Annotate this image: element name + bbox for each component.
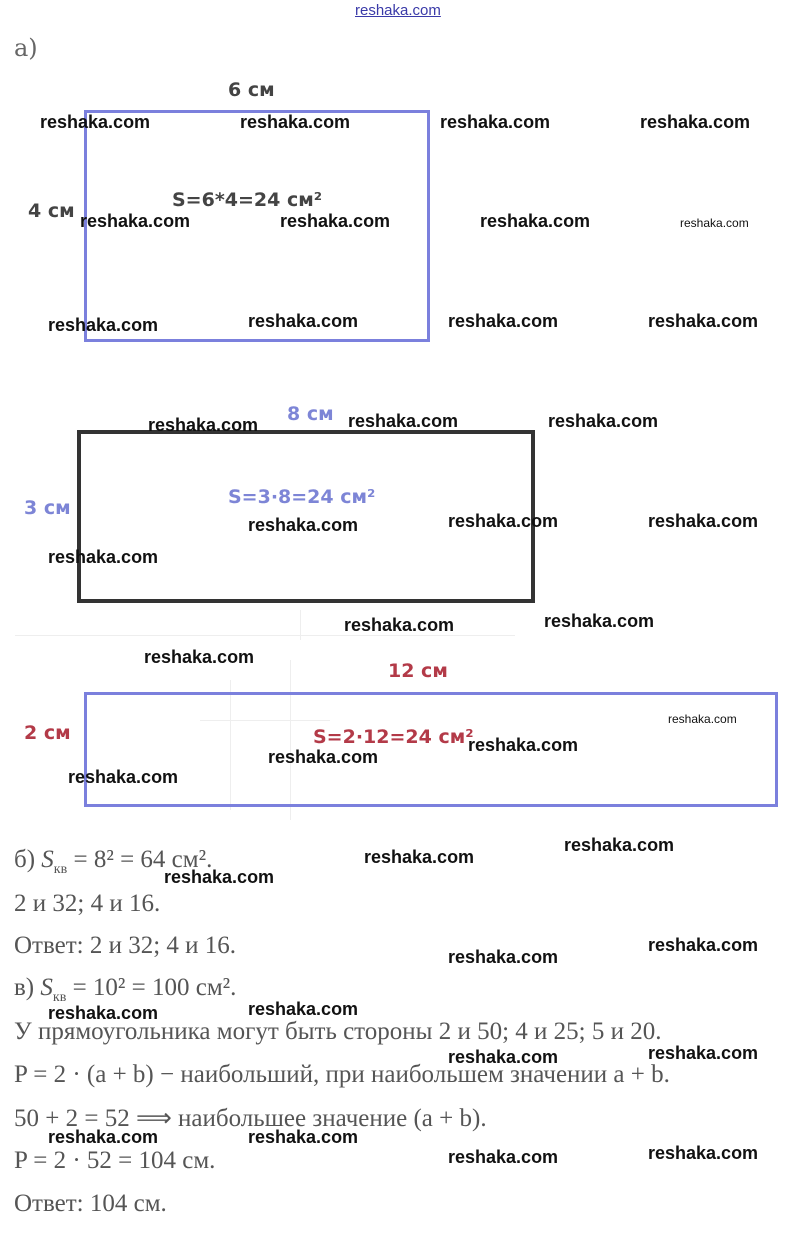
watermark: reshaka.com xyxy=(68,767,179,787)
watermark: reshaka.com xyxy=(480,211,591,231)
width-label: 12 см xyxy=(388,660,448,682)
watermark: reshaka.com xyxy=(448,947,559,967)
rectangle-6x4 xyxy=(84,110,430,342)
watermark: reshaka.com xyxy=(144,647,255,667)
watermark: reshaka.com xyxy=(164,867,275,887)
watermark: reshaka.com xyxy=(48,547,159,567)
area-formula: S=6*4=24 см² xyxy=(172,189,323,211)
watermark: reshaka.com xyxy=(448,1047,559,1067)
solution-v-line2: У прямоугольника могут быть стороны 2 и … xyxy=(14,1018,662,1045)
area-formula: S=2·12=24 см² xyxy=(313,726,474,748)
solution-b-answer: Ответ: 2 и 32; 4 и 16. xyxy=(14,932,237,959)
watermark: reshaka.com xyxy=(248,311,359,331)
grid-line xyxy=(230,680,231,810)
rectangle-8x3 xyxy=(77,430,535,603)
solution-v-line5: P = 2 · 52 = 104 см. xyxy=(14,1147,216,1174)
watermark: reshaka.com xyxy=(548,411,659,431)
watermark: reshaka.com xyxy=(280,211,391,231)
height-label: 2 см xyxy=(24,722,71,744)
solution-v-line3: P = 2 · (a + b) − наибольший, при наибол… xyxy=(14,1061,670,1088)
watermark: reshaka.com xyxy=(648,935,759,955)
grid-line xyxy=(15,635,515,636)
watermark: reshaka.com xyxy=(448,311,559,331)
area-formula: S=3·8=24 см² xyxy=(228,486,376,508)
watermark: reshaka.com xyxy=(248,515,359,535)
watermark: reshaka.com xyxy=(40,112,151,132)
watermark: reshaka.com xyxy=(668,712,737,726)
watermark: reshaka.com xyxy=(564,835,675,855)
watermark: reshaka.com xyxy=(48,315,159,335)
watermark: reshaka.com xyxy=(448,511,559,531)
watermark: reshaka.com xyxy=(48,1127,159,1147)
width-label: 6 см xyxy=(228,79,275,101)
site-link[interactable]: reshaka.com xyxy=(355,2,441,19)
grid-line xyxy=(200,720,330,721)
watermark: reshaka.com xyxy=(48,1003,159,1023)
watermark: reshaka.com xyxy=(268,747,379,767)
width-label: 8 см xyxy=(287,403,334,425)
height-label: 4 см xyxy=(28,200,75,222)
watermark: reshaka.com xyxy=(648,311,759,331)
watermark: reshaka.com xyxy=(344,615,455,635)
watermark: reshaka.com xyxy=(680,216,749,230)
watermark: reshaka.com xyxy=(80,211,191,231)
solution-v-line1: в) Sкв = 10² = 100 см². xyxy=(14,974,237,1005)
solution-b-line1: б) Sкв = 8² = 64 см². xyxy=(14,846,213,877)
watermark: reshaka.com xyxy=(440,112,551,132)
watermark: reshaka.com xyxy=(364,847,475,867)
watermark: reshaka.com xyxy=(148,415,259,435)
watermark: reshaka.com xyxy=(648,1043,759,1063)
watermark: reshaka.com xyxy=(648,511,759,531)
watermark: reshaka.com xyxy=(448,1147,559,1167)
watermark: reshaka.com xyxy=(248,1127,359,1147)
solution-b-line2: 2 и 32; 4 и 16. xyxy=(14,890,161,917)
watermark: reshaka.com xyxy=(248,999,359,1019)
watermark: reshaka.com xyxy=(544,611,655,631)
watermark: reshaka.com xyxy=(240,112,351,132)
height-label: 3 см xyxy=(24,497,71,519)
watermark: reshaka.com xyxy=(648,1143,759,1163)
part-a-label: а) xyxy=(14,34,38,62)
rectangle-12x2 xyxy=(84,692,778,807)
watermark: reshaka.com xyxy=(640,112,751,132)
solution-v-line4: 50 + 2 = 52 ⟹ наибольшее значение (a + b… xyxy=(14,1105,487,1132)
watermark: reshaka.com xyxy=(468,735,579,755)
grid-line xyxy=(300,610,301,640)
grid-line xyxy=(290,660,291,820)
watermark: reshaka.com xyxy=(348,411,459,431)
solution-v-answer: Ответ: 104 см. xyxy=(14,1190,167,1217)
